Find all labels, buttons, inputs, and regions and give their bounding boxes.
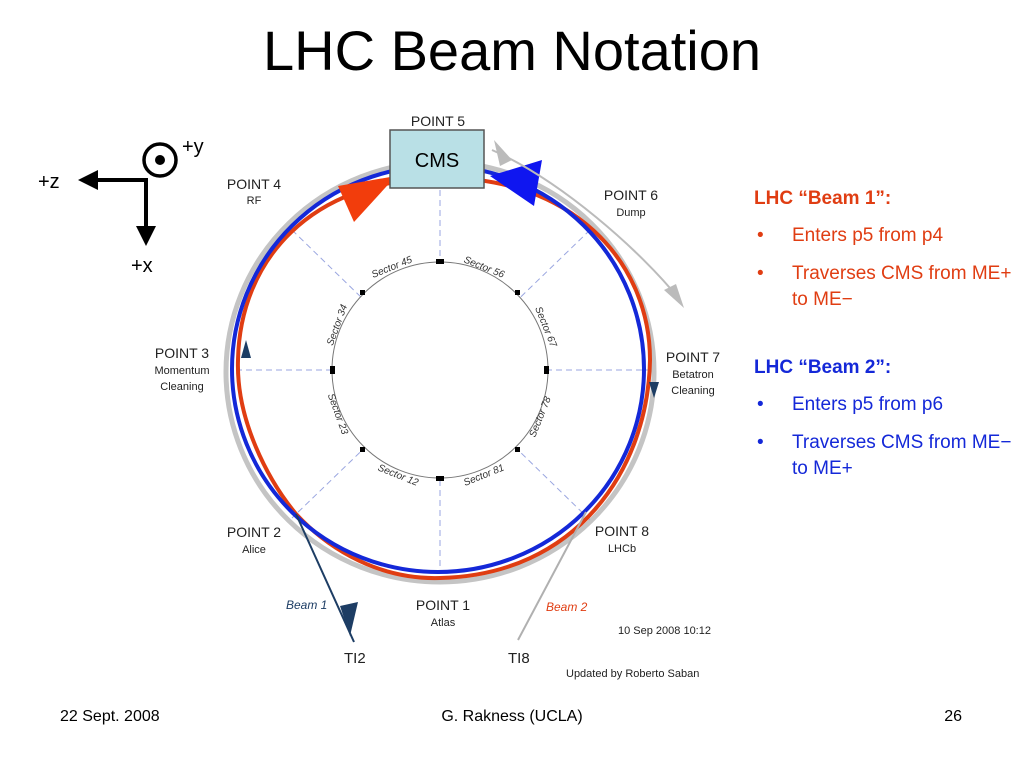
slide-title: LHC Beam Notation: [262, 19, 761, 82]
sector-tick: [515, 447, 520, 452]
sector-tick: [330, 366, 335, 374]
cms-box: [389, 129, 485, 189]
point-2-role: Alice: [242, 544, 266, 556]
z-axis-arrow-icon: [78, 170, 98, 190]
bullet-icon: •: [757, 263, 764, 284]
bullet-icon: •: [757, 432, 764, 453]
beam-2-note-item: • Enters p5 from p6: [754, 392, 1019, 418]
y-axis-dot: [155, 155, 165, 165]
beam-2-small-arrow-icon: [649, 382, 659, 398]
bullet-icon: •: [757, 225, 764, 246]
point-2-name: POINT 2: [227, 524, 281, 540]
point-6-role: Dump: [616, 207, 645, 219]
point-3-name: POINT 3: [155, 345, 209, 361]
beam-1-ring: [235, 175, 653, 581]
point-labels: POINT 5 POINT 4 RF POINT 6 Dump POINT 3 …: [154, 113, 720, 629]
beam-2-note-item: • Traverses CMS from ME− to ME+: [754, 430, 1019, 482]
beam-2-note-text: Traverses CMS from ME− to ME+: [792, 432, 1012, 479]
point-7-role: Betatron: [672, 369, 714, 381]
point-1-role: Atlas: [431, 617, 456, 629]
gray-arrow-icon: [664, 284, 684, 308]
point-4-name: POINT 4: [227, 176, 281, 192]
point-7-name: POINT 7: [666, 349, 720, 365]
bullet-icon: •: [757, 394, 764, 415]
ti2-label: TI2: [344, 650, 366, 667]
ring-background: [223, 159, 657, 585]
diagram-credit: Updated by Roberto Saban: [566, 668, 699, 680]
diagram-date: 10 Sep 2008 10:12: [618, 625, 711, 637]
beam-1-label: Beam 1: [286, 598, 327, 612]
beam-2-heading: LHC “Beam 2”:: [754, 357, 892, 378]
ti2-transfer-line: [295, 513, 355, 643]
point-4-role: RF: [247, 195, 262, 207]
beam-1-note-item: • Enters p5 from p4: [754, 223, 1019, 249]
footer-date: 22 Sept. 2008: [60, 708, 160, 725]
y-axis-out-of-page-icon: [142, 142, 178, 178]
beam-1-notes: LHC “Beam 1”: • Enters p5 from p4 • Trav…: [754, 188, 1019, 313]
sector-tick: [515, 290, 520, 295]
cms-label: CMS: [415, 150, 459, 172]
point-5-name: POINT 5: [411, 113, 465, 129]
beam-2-note-text: Enters p5 from p6: [792, 394, 944, 415]
axes-group: +y +z +x: [38, 136, 204, 277]
sector-tick: [360, 447, 365, 452]
ti8-label: TI8: [508, 650, 530, 667]
sector-tick: [544, 366, 549, 374]
y-axis-label: +y: [182, 136, 204, 158]
gray-arrow-icon: [494, 140, 512, 166]
beam-2-notes: LHC “Beam 2”: • Enters p5 from p6 • Trav…: [754, 357, 1019, 482]
beam-2-label: Beam 2: [546, 600, 588, 614]
beam-1-arrow-icon: [338, 176, 396, 222]
footer-author: G. Rakness (UCLA): [441, 708, 583, 725]
x-axis-arrow-icon: [136, 226, 156, 246]
beam-notes: LHC “Beam 1”: • Enters p5 from p4 • Trav…: [754, 188, 1019, 494]
point-7-role-2: Cleaning: [671, 385, 714, 397]
ti2-arrow-icon: [340, 602, 358, 636]
point-6-name: POINT 6: [604, 187, 658, 203]
ti8-transfer-line: [517, 511, 587, 641]
point-8-role: LHCb: [608, 543, 636, 555]
sector-tick: [436, 476, 444, 481]
sector-tick: [360, 290, 365, 295]
point-1-name: POINT 1: [416, 597, 470, 613]
point-8-name: POINT 8: [595, 523, 649, 539]
cms-detector-box: CMS: [389, 129, 485, 189]
footer-page-number: 26: [944, 708, 962, 725]
beam-1-heading: LHC “Beam 1”:: [754, 188, 892, 209]
beam-2-arrow-icon: [490, 160, 542, 206]
beam-1-note-text: Enters p5 from p4: [792, 225, 944, 246]
beam-1-small-arrow-icon: [241, 340, 251, 358]
beam-1-note-item: • Traverses CMS from ME+ to ME−: [754, 261, 1019, 313]
lhc-ring-diagram: +y +z +x Sector 45 Sector 56 Sector 34 S…: [38, 113, 720, 680]
sector-tick: [436, 259, 444, 264]
octant-line-diag-2: [291, 229, 591, 519]
point-3-role: Momentum: [154, 365, 209, 377]
point-3-role-2: Cleaning: [160, 381, 203, 393]
beam-1-note-text: Traverses CMS from ME+ to ME−: [792, 263, 1012, 310]
x-axis-label: +x: [131, 255, 153, 277]
ring-annotations: Beam 1 Beam 2 TI2 TI8 10 Sep 2008 10:12 …: [286, 598, 711, 680]
gray-beam-path-right: [491, 149, 681, 301]
z-axis-label: +z: [38, 171, 60, 193]
